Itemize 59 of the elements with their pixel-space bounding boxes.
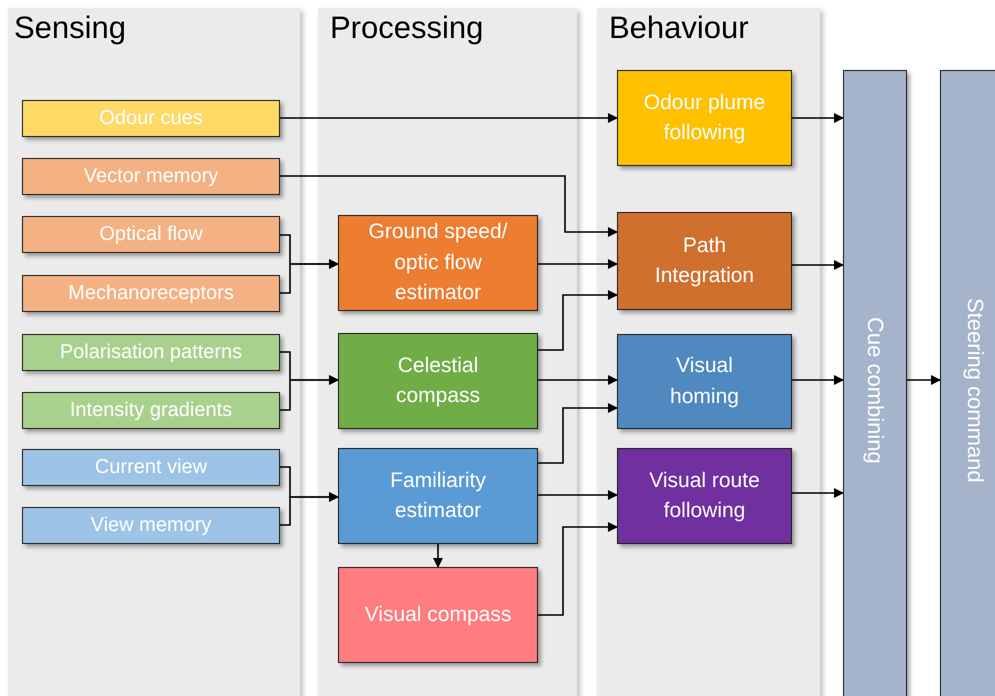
arrow xyxy=(792,113,844,123)
stage-bar xyxy=(940,70,995,696)
box-label: Optical flow xyxy=(99,222,203,247)
box-label: Path Integration xyxy=(654,232,756,289)
arrow xyxy=(538,522,618,616)
input-box xyxy=(22,449,280,486)
arrow xyxy=(280,113,618,123)
input-box xyxy=(22,334,280,371)
box-label: Ground speed/ optic flow estimator xyxy=(368,219,508,306)
box-label: Polarisation patterns xyxy=(60,340,242,365)
process-box xyxy=(338,333,538,429)
arrow xyxy=(907,375,941,385)
column-heading: Sensing xyxy=(14,10,126,46)
process-box xyxy=(617,212,792,310)
box-label: Visual compass xyxy=(364,602,512,628)
box-label: Current view xyxy=(94,455,208,480)
process-box xyxy=(617,448,792,544)
arrow xyxy=(538,375,618,385)
stage-label: Steering command xyxy=(962,298,989,482)
stage-bar xyxy=(843,70,907,696)
column-panel xyxy=(318,8,577,696)
column-heading: Behaviour xyxy=(609,10,749,46)
stage-label: Cue combining xyxy=(862,316,889,464)
box-label: Odour cues xyxy=(99,106,203,131)
box-label: Celestial compass xyxy=(394,352,482,409)
process-box xyxy=(338,448,538,544)
input-box xyxy=(22,216,280,253)
column-heading: Processing xyxy=(330,10,484,46)
box-label: View memory xyxy=(90,513,212,538)
arrow xyxy=(538,490,618,500)
box-label: Familiarity estimator xyxy=(389,468,487,524)
box-label: Mechanoreceptors xyxy=(68,281,234,306)
arrow xyxy=(280,492,339,526)
arrow xyxy=(792,375,844,385)
box-label: Vector memory xyxy=(84,164,218,189)
arrow xyxy=(792,260,844,270)
input-box xyxy=(22,507,280,544)
box-label: Odour plume following xyxy=(642,90,766,146)
process-box xyxy=(617,334,792,429)
input-box xyxy=(22,158,280,195)
process-box xyxy=(338,215,538,311)
arrow xyxy=(433,544,443,568)
box-label: Intensity gradients xyxy=(70,398,232,423)
arrow xyxy=(280,375,339,411)
arrow xyxy=(538,259,618,269)
arrow xyxy=(538,290,618,351)
input-box xyxy=(22,275,280,312)
arrow xyxy=(280,259,339,294)
process-box xyxy=(338,567,538,663)
box-label: Visual route following xyxy=(648,468,761,524)
input-box xyxy=(22,392,280,429)
arrow xyxy=(792,488,844,498)
column-panel xyxy=(8,8,300,696)
arrow xyxy=(538,403,618,464)
input-box xyxy=(22,100,280,137)
arrow xyxy=(280,175,618,237)
column-panel xyxy=(597,8,820,696)
box-label: Visual homing xyxy=(669,353,740,410)
process-box xyxy=(617,70,792,166)
